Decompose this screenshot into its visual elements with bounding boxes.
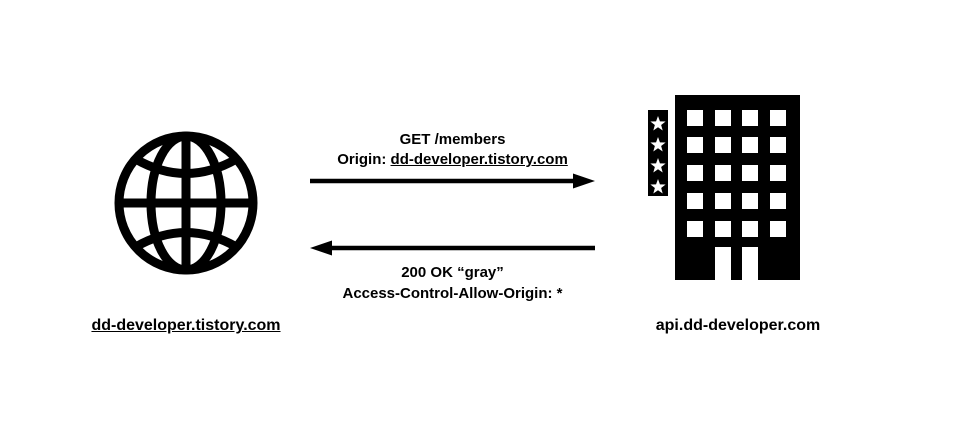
server-building-icon <box>646 93 802 282</box>
client-domain-label: dd-developer.tistory.com <box>91 317 281 334</box>
response-header-line: Access-Control-Allow-Origin: * <box>342 285 563 302</box>
request-arrow-icon <box>310 173 595 189</box>
response-arrow-icon <box>310 240 595 256</box>
request-origin-line: Origin: dd-developer.tistory.com <box>310 150 595 170</box>
request-origin-value: dd-developer.tistory.com <box>390 151 568 168</box>
request-message: GET /members Origin: dd-developer.tistor… <box>310 130 595 170</box>
server-domain-label: api.dd-developer.com <box>655 317 821 334</box>
request-origin-label: Origin: <box>337 151 391 168</box>
request-method-line: GET /members <box>399 131 506 148</box>
globe-icon <box>112 129 260 277</box>
response-message: 200 OK “gray” Access-Control-Allow-Origi… <box>310 262 595 304</box>
response-status-line: 200 OK “gray” <box>401 264 504 281</box>
